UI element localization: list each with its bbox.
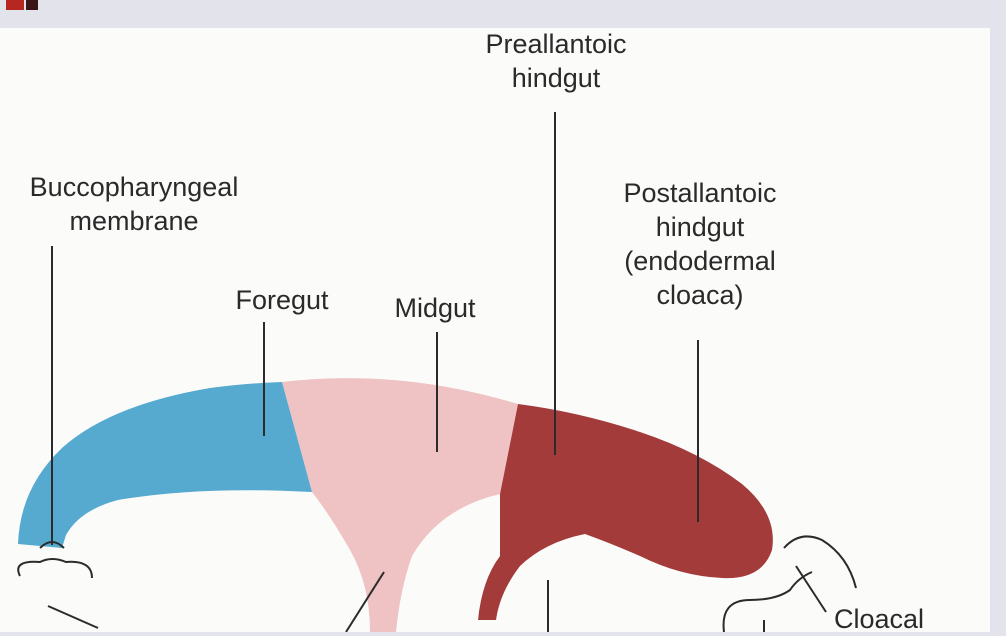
midgut-region [282, 378, 518, 632]
label-preallantoic-hindgut: Preallantoic hindgut [485, 29, 627, 93]
cloacal-membrane-curve-a [783, 535, 857, 589]
cloacal-pointer [795, 565, 827, 613]
lower-pointer-left [345, 571, 385, 632]
foregut-region [18, 382, 312, 548]
yolk-stalk-lumen [414, 500, 500, 620]
logo-bar-dark [26, 0, 38, 10]
label-postallantoic-hindgut: Postallantoic hindgut (endodermal cloaca… [623, 178, 777, 310]
hindgut-region [478, 404, 773, 620]
buccopharyngeal-bracket [17, 541, 93, 579]
cloacal-membrane-curve-b [722, 571, 813, 632]
lower-pointer-short [47, 605, 99, 629]
label-buccopharyngeal-membrane: Buccopharyngeal membrane [29, 172, 239, 236]
label-midgut: Midgut [394, 293, 476, 323]
logo-bar-red [6, 0, 24, 10]
label-foregut: Foregut [235, 285, 329, 315]
label-cloacal: Cloacal [833, 604, 925, 634]
logo-mark [6, 0, 38, 10]
